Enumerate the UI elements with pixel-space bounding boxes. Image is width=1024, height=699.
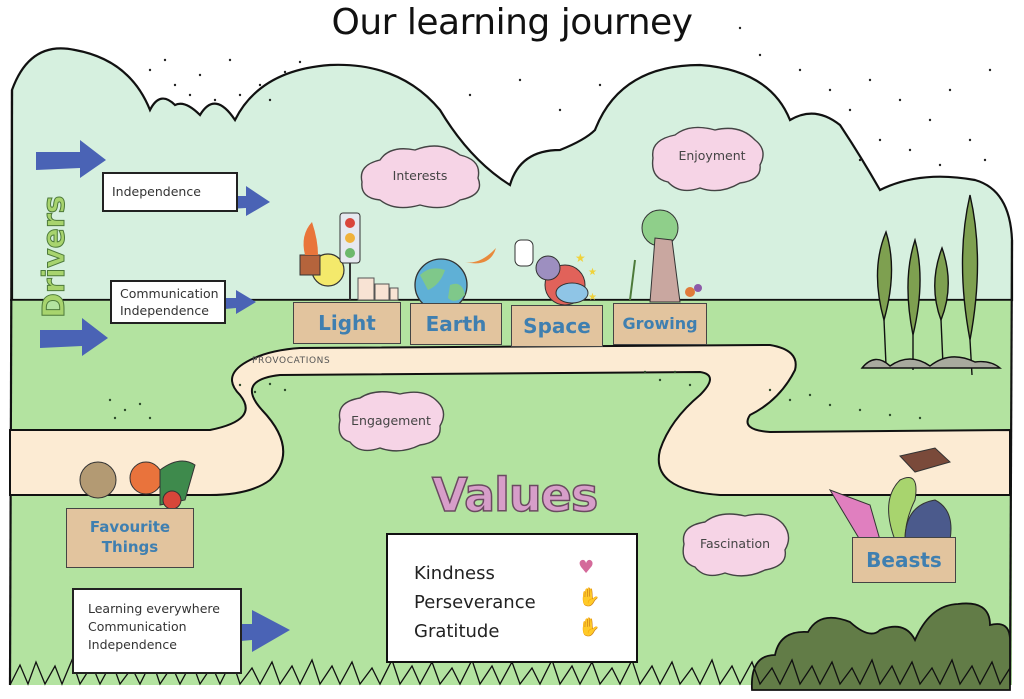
value-item-perseverance: Perseverance [414, 592, 536, 613]
topic-sign-light: Light [293, 302, 401, 344]
drivers-label: Drivers [37, 195, 73, 319]
values-box: Kindness Perseverance Gratitude ♥ ✋ ✋ [386, 533, 638, 663]
driver-box-communication: Communication Independence [110, 280, 226, 324]
poplar-trees [860, 194, 1002, 376]
favourite-toys [79, 460, 196, 510]
hills-background [10, 47, 1014, 302]
value-item-kindness: Kindness [414, 563, 495, 584]
svg-text:Drivers: Drivers [37, 195, 72, 318]
values-list: Kindness Perseverance Gratitude [414, 559, 536, 646]
value-item-gratitude: Gratitude [414, 621, 500, 642]
space-objects: ★ ★ ★ [514, 239, 597, 306]
earth-globe [414, 248, 496, 312]
cloud-enjoyment: Enjoyment [678, 148, 746, 163]
cloud-shape [338, 126, 790, 577]
svg-text:★: ★ [575, 251, 586, 265]
values-heading: Values [431, 467, 599, 523]
topic-sign-space: Space [511, 305, 603, 347]
sign-text: Favourite [89, 518, 171, 536]
winding-path [9, 343, 1011, 496]
page-title: Our learning journey [331, 2, 694, 43]
growing-tree [629, 209, 702, 303]
driver-box-independence: Independence [102, 172, 238, 212]
favourite-things-sign: Favourite Things [66, 508, 194, 568]
driver-text: Independence [120, 303, 209, 318]
driver-text: Learning everywhere [88, 601, 220, 616]
driver-text: Communication [88, 619, 187, 634]
driver-text: Communication [120, 286, 219, 301]
topic-sign-earth: Earth [410, 303, 502, 345]
topic-sign-growing: Growing [613, 303, 707, 345]
cloud-fascination: Fascination [699, 536, 771, 551]
clapping-hands-icon: ✋ [578, 617, 601, 638]
driver-box-learning-everywhere: Learning everywhere Communication Indepe… [72, 588, 242, 674]
cloud-engagement: Engagement [351, 413, 431, 428]
driver-text: Independence [88, 637, 177, 652]
sky-speckles [148, 26, 992, 167]
cloud-interests: Interests [392, 168, 448, 183]
beasts-sign: Beasts [852, 537, 956, 583]
heart-hands-icon: ♥ [578, 557, 595, 578]
svg-text:★: ★ [588, 292, 597, 303]
sign-text: Things [101, 538, 159, 556]
beasts-creatures [828, 447, 952, 541]
driver-text: Independence [112, 184, 201, 199]
svg-text:★: ★ [588, 267, 597, 278]
light-objects [299, 212, 399, 301]
provocations-label: PROVOCATIONS [252, 356, 331, 366]
raised-hands-icon: ✋ [578, 587, 601, 608]
bush [751, 602, 1011, 691]
